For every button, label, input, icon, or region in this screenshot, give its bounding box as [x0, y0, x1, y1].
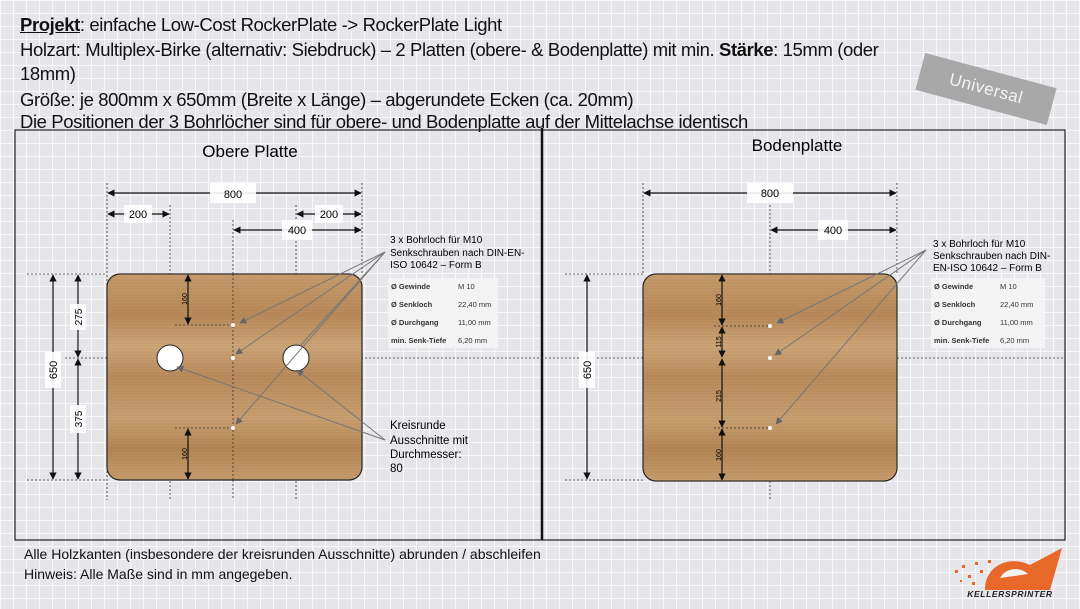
dim-top-hole: 160: [182, 293, 189, 305]
diagram-frame: [14, 129, 1066, 541]
svg-text:Ø Durchgang: Ø Durchgang: [391, 318, 439, 327]
svg-text:11,00 mm: 11,00 mm: [1000, 318, 1033, 327]
size-line: Größe: je 800mm x 650mm (Breite x Länge)…: [20, 89, 634, 110]
dim-bottom-hole: 160: [182, 448, 189, 460]
dim-width: 800: [224, 189, 242, 201]
project-line: Projekt: einfache Low-Cost RockerPlate -…: [20, 14, 502, 36]
svg-text:Ø Gewinde: Ø Gewinde: [391, 282, 430, 291]
svg-text:Ø Gewinde: Ø Gewinde: [934, 282, 973, 291]
footer-note-edges: Alle Holzkanten (insbesondere der kreisr…: [24, 546, 541, 562]
dim-lower: 375: [74, 410, 85, 427]
svg-text:Ø Senkloch: Ø Senkloch: [391, 300, 433, 309]
svg-text:Ø Durchgang: Ø Durchgang: [934, 318, 982, 327]
wood-text: Holzart: Multiplex-Birke (alternativ: Si…: [20, 39, 719, 60]
bottom-plate-drawing: Bodenplatte 800 400 650 160 115 215 160 …: [565, 136, 1050, 500]
dim-left-offset: 200: [129, 209, 147, 221]
svg-text:min. Senk-Tiefe: min. Senk-Tiefe: [391, 336, 446, 345]
dim-width-bottom: 800: [761, 188, 779, 200]
cutout-left: [156, 344, 184, 372]
thickness-cont: 18mm): [20, 63, 76, 84]
project-label: Projekt: [20, 14, 80, 35]
top-plate-title: Obere Platte: [202, 142, 297, 161]
dim-half: 400: [288, 225, 306, 237]
cutout-right: [282, 344, 310, 372]
svg-text:6,20 mm: 6,20 mm: [458, 336, 487, 345]
top-plate-drawing: Obere Platte 800 200 200 400 650 275 375…: [27, 142, 525, 500]
svg-text:22,40 mm: 22,40 mm: [458, 300, 491, 309]
svg-text:6,20 mm: 6,20 mm: [1000, 336, 1029, 345]
dim-seg4: 160: [716, 449, 723, 461]
dim-height: 650: [48, 361, 60, 379]
svg-text:M 10: M 10: [1000, 282, 1017, 291]
svg-text:22,40 mm: 22,40 mm: [1000, 300, 1033, 309]
dim-height-bottom: 650: [582, 361, 594, 379]
spec-table-right: Ø Gewinde M 10 Ø Senkloch 22,40 mm Ø Durch…: [931, 278, 1045, 348]
project-text: : einfache Low-Cost RockerPlate -> Rocke…: [79, 14, 502, 35]
footer-note-units: Hinweis: Alle Maße sind in mm angegeben.: [24, 566, 293, 582]
svg-text:min. Senk-Tiefe: min. Senk-Tiefe: [934, 336, 989, 345]
svg-text:Ø Senkloch: Ø Senkloch: [934, 300, 976, 309]
svg-text:KELLERSPRINTER: KELLERSPRINTER: [967, 589, 1053, 599]
bottom-plate-title: Bodenplatte: [752, 136, 843, 155]
dim-seg2: 115: [716, 336, 723, 347]
svg-text:11,00 mm: 11,00 mm: [458, 318, 491, 327]
holes-line: Die Positionen der 3 Bohrlöcher sind für…: [20, 111, 748, 132]
thickness-text: : 15mm (oder: [773, 39, 879, 60]
dim-seg3: 215: [716, 390, 723, 402]
svg-text:M 10: M 10: [458, 282, 475, 291]
thickness-label: Stärke: [719, 39, 774, 60]
kellersprinter-logo: KELLERSPRINTER: [955, 548, 1062, 599]
dim-upper: 275: [74, 308, 85, 325]
wood-line: Holzart: Multiplex-Birke (alternativ: Si…: [20, 39, 879, 61]
dim-half-bottom: 400: [824, 225, 842, 237]
spec-table-left: Ø Gewinde M 10 Ø Senkloch 22,40 mm Ø Durch…: [388, 278, 498, 348]
dim-right-offset: 200: [320, 209, 338, 221]
dim-seg1: 160: [716, 294, 723, 306]
